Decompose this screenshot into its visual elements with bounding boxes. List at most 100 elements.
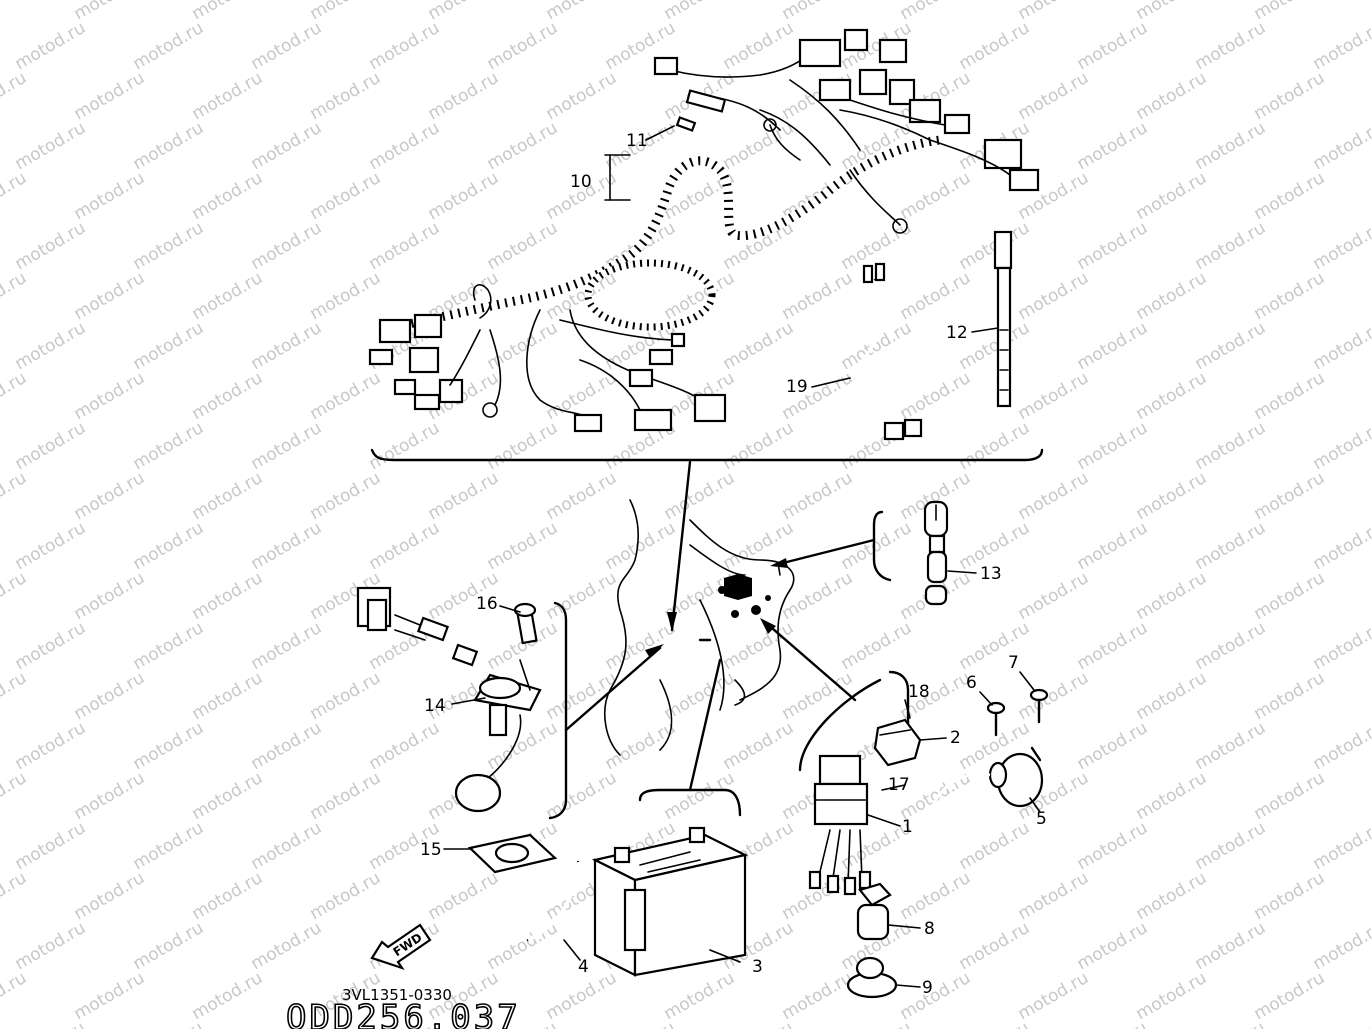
- watermark-text: motod.ru: [602, 1018, 680, 1029]
- watermark-text: motod.ru: [956, 18, 1034, 74]
- watermark-text: motod.ru: [897, 0, 975, 24]
- watermark-text: motod.ru: [1015, 268, 1093, 324]
- watermark-text: motod.ru: [543, 0, 621, 24]
- fuse-holder-drawing: [923, 500, 949, 606]
- watermark-text: motod.ru: [1369, 368, 1372, 424]
- watermark-text: motod.ru: [71, 168, 149, 224]
- watermark-text: motod.ru: [897, 968, 975, 1024]
- callout-15: 15: [420, 840, 442, 860]
- watermark-text: motod.ru: [307, 68, 385, 124]
- watermark-text: motod.ru: [1133, 868, 1211, 924]
- callout-5: 5: [1036, 809, 1047, 829]
- watermark-text: motod.ru: [1192, 818, 1270, 874]
- watermark-text: motod.ru: [248, 618, 326, 674]
- cable-band-drawing: [993, 230, 1013, 408]
- watermark-text: motod.ru: [366, 118, 444, 174]
- watermark-text: motod.ru: [1133, 68, 1211, 124]
- watermark-text: motod.ru: [248, 818, 326, 874]
- watermark-text: motod.ru: [71, 468, 149, 524]
- watermark-text: motod.ru: [12, 718, 90, 774]
- watermark-text: motod.ru: [189, 568, 267, 624]
- callout-4: 4: [578, 957, 589, 977]
- watermark-text: motod.ru: [12, 118, 90, 174]
- watermark-text: motod.ru: [71, 668, 149, 724]
- watermark-text: motod.ru: [484, 118, 562, 174]
- watermark-text: motod.ru: [366, 518, 444, 574]
- fuel-sender-drawing: [356, 586, 542, 813]
- watermark-text: motod.ru: [307, 468, 385, 524]
- watermark-text: motod.ru: [1369, 168, 1372, 224]
- screw-7-drawing: [1029, 688, 1049, 724]
- watermark-text: motod.ru: [1133, 168, 1211, 224]
- watermark-text: motod.ru: [1074, 18, 1152, 74]
- watermark-text: motod.ru: [1310, 718, 1372, 774]
- leader-3: [688, 658, 722, 792]
- callout-18: 18: [908, 682, 930, 702]
- watermark-text: motod.ru: [130, 618, 208, 674]
- watermark-text: motod.ru: [0, 168, 30, 224]
- watermark-text: motod.ru: [1369, 868, 1372, 924]
- watermark-text: motod.ru: [897, 268, 975, 324]
- watermark-text: motod.ru: [130, 118, 208, 174]
- watermark-text: motod.ru: [130, 818, 208, 874]
- watermark-text: motod.ru: [484, 518, 562, 574]
- watermark-text: motod.ru: [130, 518, 208, 574]
- watermark-text: motod.ru: [0, 68, 30, 124]
- watermark-text: motod.ru: [1369, 768, 1372, 824]
- watermark-text: motod.ru: [307, 0, 385, 24]
- watermark-text: motod.ru: [1133, 268, 1211, 324]
- watermark-text: motod.ru: [366, 18, 444, 74]
- watermark-text: motod.ru: [12, 1018, 90, 1029]
- drawing-code: 3VL1351-0330: [342, 986, 452, 1004]
- watermark-text: motod.ru: [130, 218, 208, 274]
- watermark-text: motod.ru: [248, 318, 326, 374]
- watermark-text: motod.ru: [130, 918, 208, 974]
- watermark-text: motod.ru: [307, 268, 385, 324]
- watermark-text: motod.ru: [1133, 368, 1211, 424]
- watermark-text: motod.ru: [12, 918, 90, 974]
- fwd-arrow-icon: [370, 923, 432, 971]
- watermark-text: motod.ru: [1015, 868, 1093, 924]
- watermark-text: motod.ru: [0, 768, 30, 824]
- watermark-text: motod.ru: [12, 818, 90, 874]
- watermark-text: motod.ru: [189, 468, 267, 524]
- bracket-3: [638, 788, 742, 817]
- watermark-text: motod.ru: [1192, 118, 1270, 174]
- watermark-text: motod.ru: [897, 168, 975, 224]
- watermark-text: motod.ru: [956, 818, 1034, 874]
- callout-19: 19: [786, 377, 808, 397]
- watermark-text: motod.ru: [1369, 568, 1372, 624]
- callout-7: 7: [1008, 653, 1019, 673]
- watermark-text: motod.ru: [1015, 968, 1093, 1024]
- watermark-text: motod.ru: [1133, 968, 1211, 1024]
- watermark-text: motod.ru: [1192, 1018, 1270, 1029]
- watermark-text: motod.ru: [307, 768, 385, 824]
- watermark-text: motod.ru: [0, 868, 30, 924]
- watermark-text: motod.ru: [543, 468, 621, 524]
- watermark-text: motod.ru: [838, 318, 916, 374]
- watermark-text: motod.ru: [189, 168, 267, 224]
- harness-group-bracket: [370, 448, 1044, 462]
- watermark-text: motod.ru: [1251, 168, 1329, 224]
- watermark-text: motod.ru: [1015, 468, 1093, 524]
- watermark-text: motod.ru: [1192, 518, 1270, 574]
- watermark-text: motod.ru: [661, 0, 739, 24]
- watermark-text: motod.ru: [1015, 568, 1093, 624]
- watermark-text: motod.ru: [366, 218, 444, 274]
- watermark-text: motod.ru: [248, 918, 326, 974]
- watermark-text: motod.ru: [720, 18, 798, 74]
- breather-hose-drawing: [526, 860, 581, 942]
- watermark-text: motod.ru: [779, 568, 857, 624]
- watermark-text: motod.ru: [12, 318, 90, 374]
- watermark-text: motod.ru: [1310, 918, 1372, 974]
- watermark-text: motod.ru: [1015, 368, 1093, 424]
- watermark-text: motod.ru: [71, 768, 149, 824]
- watermark-text: motod.ru: [12, 618, 90, 674]
- callout-9: 9: [922, 978, 933, 998]
- watermark-text: motod.ru: [779, 968, 857, 1024]
- watermark-text: motod.ru: [189, 268, 267, 324]
- watermark-text: motod.ru: [1310, 818, 1372, 874]
- watermark-text: motod.ru: [1074, 118, 1152, 174]
- watermark-text: motod.ru: [1133, 768, 1211, 824]
